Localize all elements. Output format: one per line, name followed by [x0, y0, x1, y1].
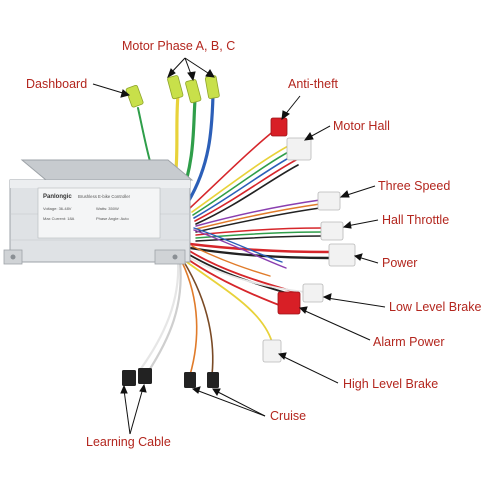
arrow-hall-throttle	[346, 219, 379, 227]
low-brake-connector	[302, 283, 324, 303]
high-brake-connector	[262, 339, 282, 363]
controller-spec-voltage: Voltage: 36-48V	[43, 206, 72, 211]
controller-model: Brushless E-bike Controller	[78, 194, 131, 199]
arrowhead-icon	[187, 71, 196, 82]
anti-theft-connector	[270, 117, 288, 137]
motor-hall-wire-5	[195, 164, 299, 225]
hall-throttle-connector	[320, 221, 344, 241]
connectors	[122, 75, 356, 388]
arrow-cruise-1	[195, 389, 266, 417]
arrowhead-icon	[139, 383, 147, 393]
three-speed-wire-1	[195, 199, 321, 227]
arrowhead-icon	[205, 69, 215, 78]
label-hall-throttle: Hall Throttle	[382, 213, 450, 227]
motor-hall-wire-2	[192, 149, 293, 216]
learning-connector-1	[122, 370, 136, 386]
arrowhead-icon	[303, 132, 314, 141]
label-dashboard: Dashboard	[26, 77, 88, 91]
extra-wire-3	[191, 245, 271, 277]
alarm-power-connector	[277, 291, 301, 315]
label-motor-hall: Motor Hall	[333, 119, 390, 133]
label-high-level-brake: High Level Brake	[343, 377, 439, 391]
low-brake-wire-3	[185, 255, 306, 293]
dashboard-connector	[125, 84, 144, 108]
controller-spec-current: Max Current: 18A	[43, 216, 75, 221]
motor-hall-wire-1	[191, 144, 291, 213]
arrowhead-icon	[277, 352, 287, 360]
mount-hole-icon	[172, 254, 178, 260]
motor-hall-wire-3	[193, 154, 295, 219]
arrowhead-icon	[353, 253, 363, 261]
controller-spec-phase: Phase Angle: Auto	[96, 216, 129, 221]
arrow-dashboard	[92, 83, 127, 95]
cruise-connector-1	[184, 372, 196, 388]
cruise-wire-1	[181, 261, 198, 376]
arrowhead-icon	[191, 386, 201, 394]
label-cruise: Cruise	[270, 409, 307, 423]
arrowhead-icon	[120, 384, 128, 394]
label-three-speed: Three Speed	[378, 179, 451, 193]
arrowhead-icon	[322, 293, 332, 301]
arrowhead-icon	[339, 190, 350, 198]
three-speed-wire-3	[195, 207, 321, 233]
high-brake-wire	[183, 259, 273, 343]
arrow-power	[357, 256, 379, 264]
arrow-three-speed	[343, 185, 376, 197]
arrowhead-icon	[342, 221, 352, 229]
learning-connector-2	[138, 368, 152, 384]
label-learning-cable: Learning Cable	[86, 435, 171, 449]
controller-spec-watts: Watts: 350W	[96, 206, 119, 211]
label-power: Power	[382, 256, 418, 270]
arrowhead-icon	[281, 110, 290, 121]
label-motor-phase: Motor Phase A, B, C	[122, 39, 236, 53]
controller-housing: Panlongic Brushless E-bike Controller Vo…	[3, 159, 194, 265]
controller-brand: Panlongic	[43, 194, 72, 200]
motor-hall-connector	[286, 137, 312, 161]
extra-wire-1	[193, 227, 283, 263]
arrow-low-level-brake	[326, 297, 386, 308]
arrowhead-icon	[167, 68, 176, 79]
cruise-connector-2	[207, 372, 219, 388]
arrowhead-icon	[212, 388, 221, 396]
motor-hall-wire-4	[194, 159, 297, 222]
annotation-arrows	[92, 57, 386, 435]
arrow-cruise-2	[215, 390, 266, 417]
phase-connector-b	[185, 79, 202, 104]
phase-wire-blue	[186, 93, 215, 204]
arrowhead-icon	[298, 306, 308, 314]
learning-cable-wire-1	[138, 260, 180, 372]
hall-throttle-wire-1	[195, 227, 323, 236]
phase-connector-a	[167, 75, 184, 100]
learning-cable-wire-2	[146, 260, 182, 374]
arrow-learning-cable-2	[129, 387, 144, 435]
three-speed-connector	[317, 191, 341, 211]
power-wire-red	[188, 242, 332, 254]
three-speed-wire-2	[195, 203, 321, 230]
arrow-learning-cable-1	[123, 389, 131, 435]
phase-connector-c	[204, 75, 220, 99]
arrow-high-level-brake	[281, 355, 339, 384]
label-low-level-brake: Low Level Brake	[389, 300, 482, 314]
label-alarm-power: Alarm Power	[373, 335, 445, 349]
controller-label-plate	[37, 187, 161, 239]
arrow-alarm-power	[302, 309, 371, 341]
cruise-wire-2	[183, 261, 214, 376]
power-connector	[328, 243, 356, 267]
label-anti-theft: Anti-theft	[288, 77, 339, 91]
hall-throttle-wire-3	[195, 235, 323, 242]
anti-theft-wire	[189, 129, 276, 209]
mount-hole-icon	[10, 254, 16, 260]
arrowhead-icon	[120, 89, 131, 98]
arrow-motor-phase-c	[184, 57, 212, 76]
extra-wire-2	[193, 229, 287, 269]
